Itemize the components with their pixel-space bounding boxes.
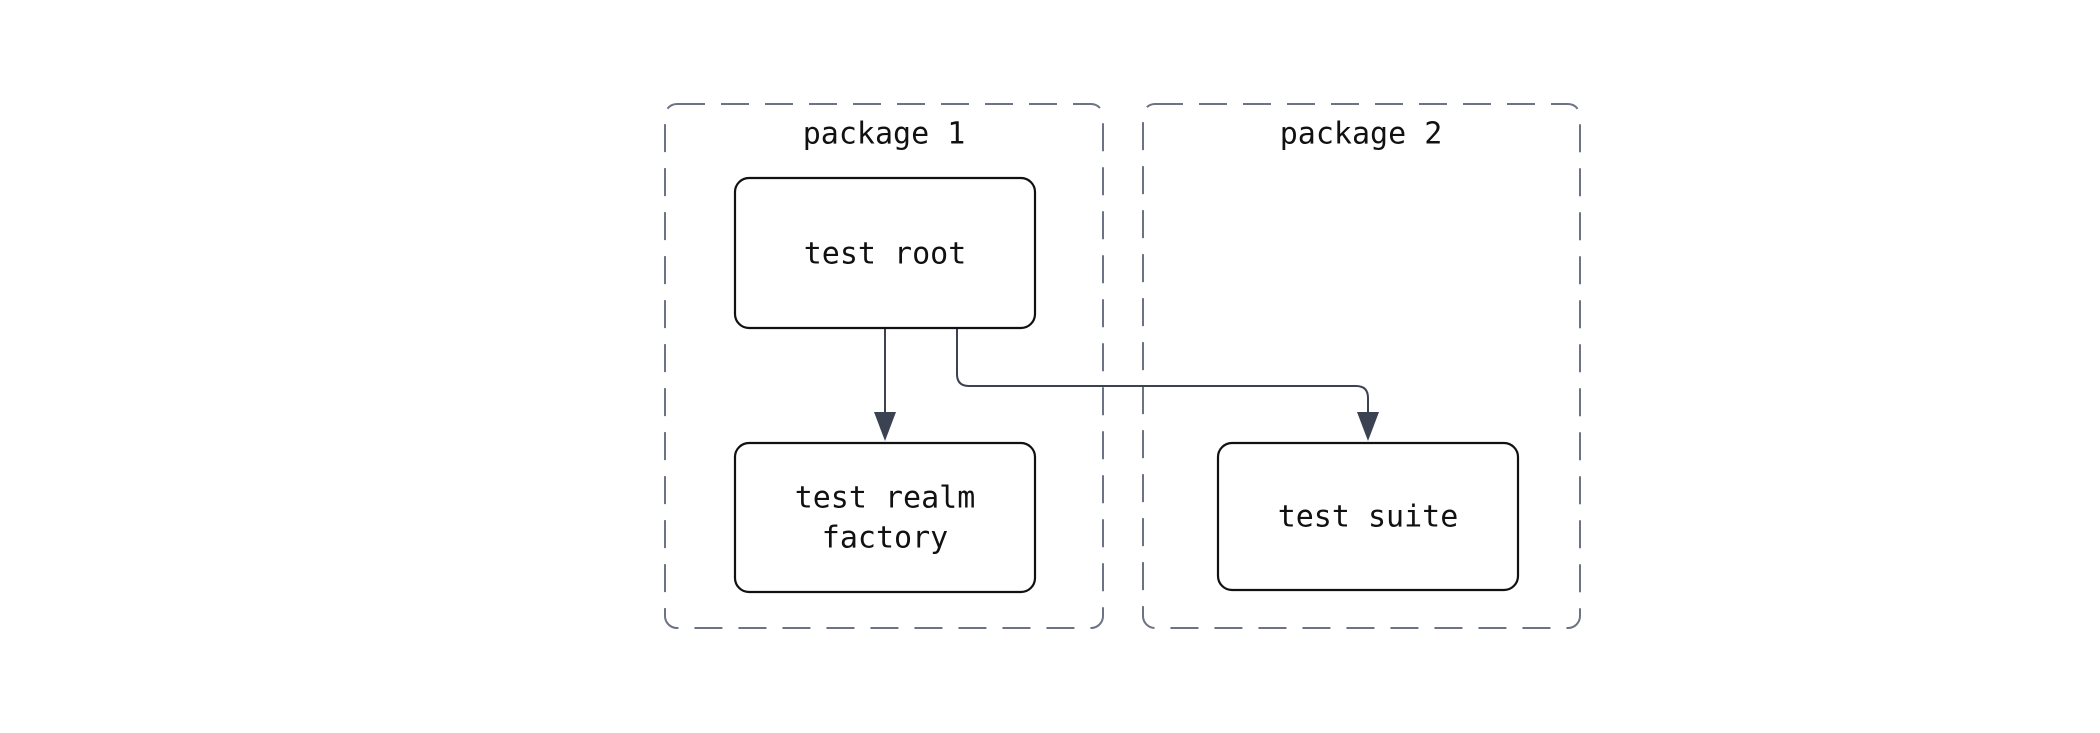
node-test-root: test root [733,176,1037,330]
node-test-realm-factory-label-line2: factory [822,521,948,556]
node-test-realm-factory-box [733,441,1037,594]
node-test-root-label: test root [804,237,967,272]
cluster-package-2: package 2 [1142,103,1581,629]
node-test-suite-box [1216,441,1520,592]
arrowhead-icon [1357,412,1379,441]
cluster-package-2-label: package 2 [1280,117,1443,152]
node-test-realm-factory: test realm factory [733,441,1037,594]
cluster-package-1-border [664,103,1104,629]
cluster-package-1: package 1 [664,103,1104,629]
node-test-suite-label: test suite [1278,500,1459,535]
edge-test-root-to-test-realm-factory [874,329,896,441]
cluster-package-2-border [1142,103,1581,629]
node-test-suite: test suite [1216,441,1520,592]
node-test-root-box [733,176,1037,330]
arrowhead-icon [874,412,896,441]
edge-line [956,329,1369,413]
node-test-realm-factory-label-line1: test realm [795,481,976,516]
cluster-package-1-label: package 1 [803,117,966,152]
edge-test-root-to-test-suite [956,329,1379,441]
